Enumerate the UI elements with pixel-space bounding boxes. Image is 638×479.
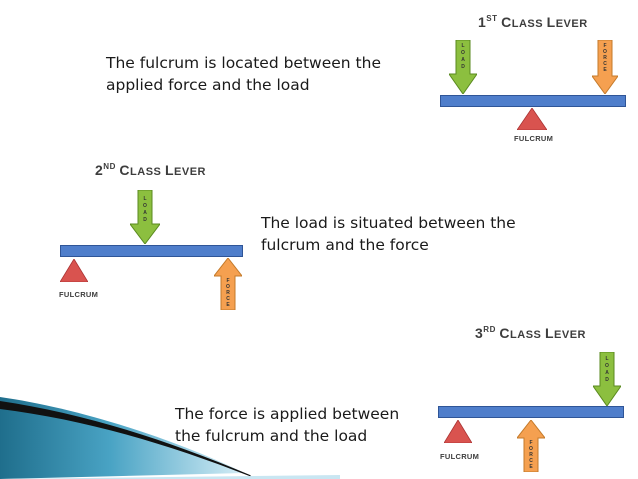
fulcrum-triangle [444, 420, 472, 443]
description-line: The load is situated between the [261, 214, 516, 232]
load-arrow-letter: L [143, 196, 146, 202]
third-class-lever-title: 3RD CLASS LEVER [475, 325, 586, 341]
force-arrow: F O R C E [592, 40, 618, 94]
load-arrow-letter: O [461, 50, 465, 56]
lever-beam [440, 95, 626, 107]
first-class-lever-title: 1ST CLASS LEVER [478, 14, 588, 30]
load-arrow-letter: D [143, 217, 147, 223]
force-arrow-letter: F [529, 440, 532, 446]
description-line: The fulcrum is located between the [106, 54, 381, 72]
load-arrow-letter: O [143, 203, 147, 209]
fulcrum-triangle [60, 259, 88, 282]
description-line: The force is applied between [175, 405, 400, 423]
load-arrow-letter: A [461, 57, 465, 63]
force-arrow-letter: R [603, 55, 607, 61]
force-arrow-letter: R [226, 290, 230, 296]
load-arrow: L O A D [130, 190, 160, 244]
lever-beam [60, 245, 243, 257]
force-arrow-letter: E [226, 302, 230, 308]
third-class-description: The force is applied between the fulcrum… [175, 403, 399, 447]
load-arrow-letter: D [461, 64, 465, 70]
load-arrow-letter: A [605, 370, 609, 376]
force-arrow-letter: R [529, 452, 533, 458]
second-class-lever-title: 2ND CLASS LEVER [95, 162, 206, 178]
lever-beam [438, 406, 624, 418]
fulcrum-label: FULCRUM [514, 134, 554, 143]
first-class-description: The fulcrum is located between the appli… [106, 52, 381, 96]
force-arrow-letter: O [226, 284, 230, 290]
load-arrow: L O A D [593, 352, 621, 406]
description-line: the fulcrum and the load [175, 427, 368, 445]
force-arrow: F O R C E [517, 420, 545, 472]
force-arrow-letter: F [603, 43, 606, 49]
load-arrow-letter: L [605, 356, 608, 362]
load-arrow-letter: O [605, 363, 609, 369]
load-arrow-letter: A [143, 210, 147, 216]
force-arrow-letter: C [603, 61, 607, 67]
force-arrow-letter: E [603, 67, 607, 73]
force-arrow: F O R C E [214, 258, 242, 310]
fulcrum-label: FULCRUM [59, 290, 99, 299]
load-arrow-letter: L [461, 43, 464, 49]
force-arrow-letter: F [226, 278, 229, 284]
second-class-description: The load is situated between the fulcrum… [261, 212, 516, 256]
force-arrow-letter: E [529, 464, 533, 470]
description-line: applied force and the load [106, 76, 310, 94]
force-arrow-letter: C [226, 296, 230, 302]
force-arrow-letter: O [603, 49, 607, 55]
decorative-swoosh [0, 397, 340, 479]
load-arrow-letter: D [605, 377, 609, 383]
load-arrow: L O A D [449, 40, 477, 94]
force-arrow-letter: O [529, 446, 533, 452]
description-line: fulcrum and the force [261, 236, 429, 254]
force-arrow-letter: C [529, 458, 533, 464]
fulcrum-label: FULCRUM [440, 452, 480, 461]
fulcrum-triangle [517, 108, 547, 130]
